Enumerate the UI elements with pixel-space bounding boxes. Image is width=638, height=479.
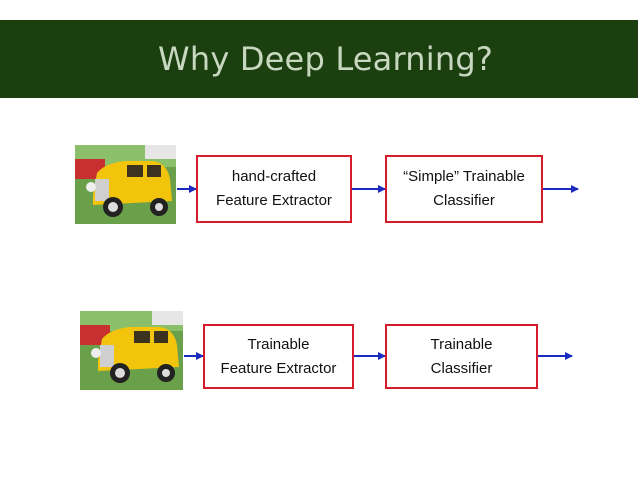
slide-title: Why Deep Learning?: [158, 40, 494, 78]
title-bar: [0, 20, 638, 98]
trainable-feature-extractor-box: Trainable Feature Extractor: [203, 324, 354, 389]
box-label-line-2: Classifier: [430, 359, 493, 377]
trainable-classifier-box: Trainable Classifier: [385, 324, 538, 389]
car-image-1: [75, 145, 176, 224]
car-image-2: [80, 311, 183, 390]
box-label-line-1: “Simple” Trainable: [403, 168, 525, 185]
box-label-line-2: Feature Extractor: [216, 192, 332, 209]
yellow-car-illustration: [80, 311, 183, 390]
yellow-car-illustration: [75, 145, 176, 224]
box-label-line-1: hand-crafted: [231, 168, 317, 185]
simple-trainable-classifier-box: “Simple” Trainable Classifier: [385, 155, 543, 223]
hand-crafted-feature-extractor-box: hand-crafted Feature Extractor: [196, 155, 352, 223]
box-label-line-2: Feature Extractor: [220, 359, 337, 377]
box-label-line-1: Trainable: [247, 335, 310, 353]
box-label-line-2: Classifier: [433, 192, 495, 209]
box-label-line-1: Trainable: [430, 335, 493, 353]
